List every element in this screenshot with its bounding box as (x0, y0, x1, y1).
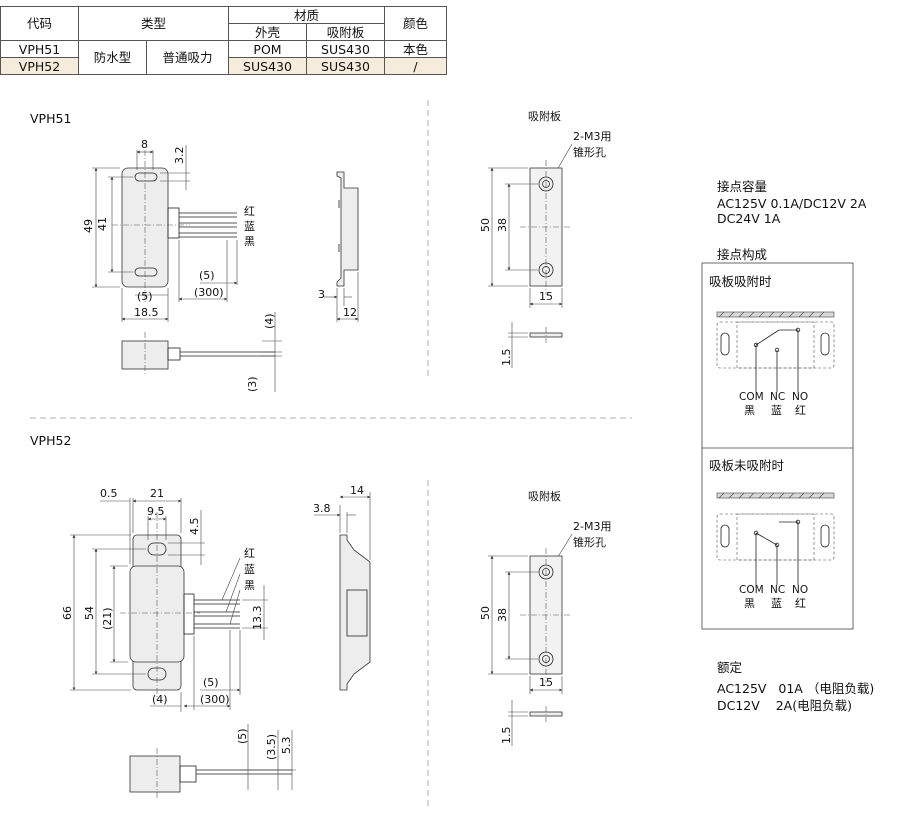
dim-21-paren: (21) (101, 607, 114, 630)
plate-label: 吸附板 (528, 489, 561, 503)
terminal-color-nc: 蓝 (771, 404, 782, 417)
dim-3-5: (3.5) (265, 734, 278, 760)
plate-2-view: 吸附板 2-M3用 锥形孔 50 38 15 1.5 (479, 489, 611, 746)
terminal-com: COM (739, 584, 764, 596)
dim-4-5: 4.5 (188, 518, 201, 536)
terminal-no: NO (792, 584, 808, 596)
contact-configuration: COM NC NO 黑 蓝 红 COM NC NO 黑 蓝 红 (701, 262, 854, 630)
vph52-title: VPH52 (30, 433, 71, 448)
dim-15: 15 (539, 290, 553, 303)
terminal-nc: NC (770, 584, 785, 596)
terminal-no: NO (792, 391, 808, 403)
dim-54: 54 (83, 606, 96, 620)
dim-18-5: 18.5 (134, 306, 159, 319)
capacity-title: 接点容量 (717, 179, 768, 194)
dim-5-3: 5.3 (280, 737, 293, 755)
dim-3: 3 (318, 288, 325, 301)
dim-1-5: 1.5 (500, 727, 513, 745)
dim-4: (4) (152, 693, 168, 706)
cell-code: VPH52 (0, 57, 79, 75)
state-attached-label: 吸板吸附时 (709, 274, 772, 289)
terminal-color-no: 红 (795, 404, 806, 417)
cell-type: 防水型 (78, 40, 147, 75)
dim-5-b: (5) (137, 290, 153, 303)
terminal-nc: NC (770, 391, 785, 403)
dim-14: 14 (350, 484, 364, 497)
wire-label-blue: 蓝 (244, 220, 255, 233)
dim-15: 15 (539, 676, 553, 689)
plate-1-view: 吸附板 2-M3用 锥形孔 50 38 15 1.5 (479, 109, 611, 368)
header-code: 代码 (0, 6, 79, 41)
state-detached-label: 吸板未吸附时 (709, 458, 785, 473)
hole-label: 2-M3用 (573, 520, 611, 533)
wire-label-black: 黑 (244, 579, 255, 592)
hole-label: 2-M3用 (573, 130, 611, 143)
wire-label-red: 红 (244, 205, 255, 218)
wire-label-blue: 蓝 (244, 563, 255, 576)
vph52-front-view: 红 蓝 黑 0.5 21 9.5 4.5 66 54 (21) (61, 487, 268, 712)
vph52-bottom-view: (5) (3.5) 5.3 (129, 724, 296, 800)
cell-shell: SUS430 (228, 57, 307, 75)
vph52-side-view: 3.8 14 (313, 484, 371, 691)
dim-0-5: 0.5 (100, 487, 118, 500)
plate-label: 吸附板 (528, 109, 561, 123)
wire-label-black: 黑 (244, 235, 255, 248)
hole-label-2: 锥形孔 (573, 536, 606, 549)
dim-3-2: 3.2 (173, 147, 186, 165)
dim-49: 49 (82, 219, 95, 233)
dim-38: 38 (496, 218, 509, 232)
dim-38: 38 (496, 608, 509, 622)
dim-21: 21 (150, 487, 164, 500)
dim-12: 12 (343, 306, 357, 319)
dim-13-3: 13.3 (251, 606, 264, 631)
hole-label-2: 锥形孔 (573, 146, 606, 159)
spec-table: 代码 类型 材质 颜色 外壳 吸附板 VPH51 防水型 普通吸力 POM SU… (0, 6, 447, 75)
vph51-front-view: 红 蓝 黑 8 3.2 49 41 (5) (300) (5) (82, 138, 255, 322)
dim-41: 41 (96, 217, 109, 231)
capacity-line-2: DC24V 1A (717, 211, 781, 226)
rating-line-2: DC12V 2A(电阻负载) (717, 698, 852, 713)
rating-line-1: AC125V 01A （电阻负载) (717, 681, 875, 696)
header-plate: 吸附板 (306, 23, 385, 41)
dim-9-5: 9.5 (147, 505, 165, 518)
dim-50: 50 (479, 218, 492, 232)
terminal-color-no: 红 (795, 597, 806, 610)
dim-1-5: 1.5 (500, 349, 513, 367)
vph51-title: VPH51 (30, 111, 71, 126)
dim-3-8: 3.8 (313, 502, 331, 515)
dim-3-paren: (3) (246, 376, 259, 392)
terminal-color-com: 黑 (744, 597, 755, 610)
rating-title: 额定 (717, 660, 743, 675)
dim-5: (5) (203, 676, 219, 689)
dim-8: 8 (141, 138, 148, 151)
terminal-color-com: 黑 (744, 404, 755, 417)
capacity-line-1: AC125V 0.1A/DC12V 2A (717, 196, 867, 211)
dim-66: 66 (61, 606, 74, 620)
dim-5-a: (5) (199, 269, 215, 282)
vph51-bottom-view: (4) (3) (121, 312, 282, 392)
dim-5-paren: (5) (236, 728, 249, 744)
wire-label-red: 红 (244, 547, 255, 560)
cell-color: / (384, 57, 447, 75)
dim-50: 50 (479, 606, 492, 620)
dim-300: (300) (200, 693, 230, 706)
config-title: 接点构成 (717, 247, 768, 262)
dim-300: (300) (194, 286, 224, 299)
cell-force: 普通吸力 (146, 40, 229, 75)
cell-plate: SUS430 (306, 57, 385, 75)
header-type: 类型 (78, 6, 229, 41)
terminal-com: COM (739, 391, 764, 403)
dim-4: (4) (263, 313, 276, 329)
header-shell: 外壳 (228, 23, 307, 41)
vph51-side-view: 3 12 (318, 171, 359, 322)
terminal-color-nc: 蓝 (771, 597, 782, 610)
